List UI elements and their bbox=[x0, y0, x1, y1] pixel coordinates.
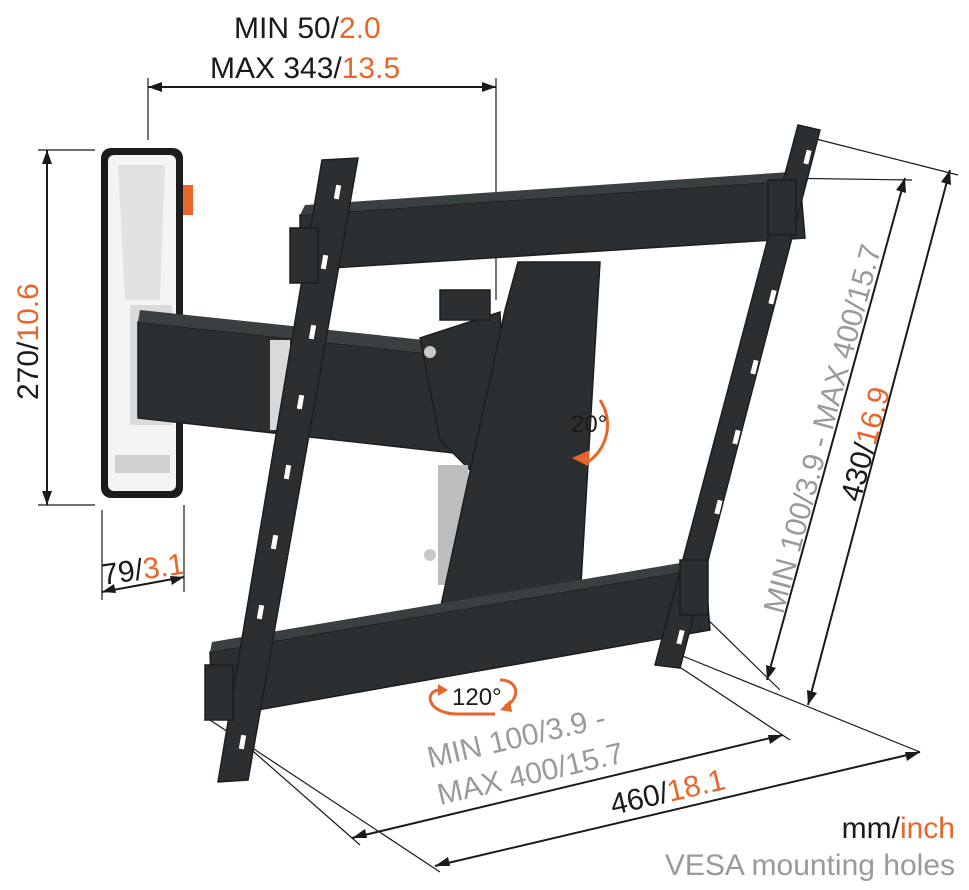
plate-height-label: 270/10.6 bbox=[12, 283, 45, 400]
arrow-down-icon bbox=[42, 491, 52, 505]
wall-plate-foot bbox=[115, 455, 170, 473]
screw-icon bbox=[424, 346, 436, 358]
arrow-right-icon bbox=[170, 576, 184, 585]
dimension-lines bbox=[38, 78, 959, 873]
arrow-down-icon bbox=[807, 690, 817, 705]
strap-clamp bbox=[679, 559, 709, 616]
release-tab bbox=[183, 185, 193, 215]
depth-line bbox=[101, 576, 185, 593]
arm-knob bbox=[439, 289, 491, 321]
bottom-crossbar-edge bbox=[210, 560, 705, 652]
arrow-left-icon bbox=[148, 82, 162, 92]
arrow-left-icon bbox=[435, 857, 450, 866]
vesa-h-tick-right bbox=[671, 661, 791, 741]
arrow-down-icon bbox=[766, 665, 776, 680]
vesa-note: VESA mounting holes bbox=[665, 849, 955, 882]
arrow-right-icon bbox=[905, 752, 920, 761]
tilt-rotation-icon bbox=[572, 399, 610, 466]
arrow-up-icon bbox=[896, 178, 906, 193]
bracket-width-line bbox=[434, 751, 921, 867]
arrow-up-icon bbox=[941, 170, 951, 185]
swivel-rotation-icon bbox=[428, 678, 518, 716]
strap-clamp bbox=[289, 227, 319, 284]
height-tick-bottom bbox=[679, 654, 921, 753]
bracket-height-line bbox=[807, 169, 951, 706]
arrow-right-icon bbox=[482, 82, 496, 92]
strap-clamp bbox=[204, 664, 234, 721]
tilt-angle-label: 20° bbox=[571, 411, 607, 438]
swivel-angle-label: 120° bbox=[452, 684, 502, 711]
arm-max-label: MAX 343/13.5 bbox=[210, 52, 400, 85]
plate-depth-label: 79/3.1 bbox=[99, 548, 186, 592]
arm-min-label: MIN 50/2.0 bbox=[234, 12, 381, 45]
vesa-horizontal-line bbox=[351, 734, 784, 839]
top-crossbar-edge bbox=[300, 172, 800, 215]
arrow-right-icon bbox=[768, 735, 783, 744]
arrow-left-icon bbox=[352, 829, 367, 838]
vesa-h-tick-left bbox=[237, 737, 361, 846]
tv-bracket bbox=[204, 124, 821, 783]
strap-clamp bbox=[767, 179, 797, 236]
units-legend: mm/inch bbox=[842, 812, 955, 845]
wall-plate-channel bbox=[118, 165, 165, 300]
arrow-up-icon bbox=[42, 150, 52, 164]
screw-icon bbox=[424, 549, 436, 561]
left-strap-slots bbox=[238, 184, 342, 750]
vesa-v-tick-bottom bbox=[699, 611, 781, 691]
vesa-vertical-line bbox=[766, 177, 906, 681]
right-strap bbox=[654, 124, 821, 669]
arrow-left-icon bbox=[102, 584, 116, 593]
height-tick-top bbox=[811, 137, 959, 176]
